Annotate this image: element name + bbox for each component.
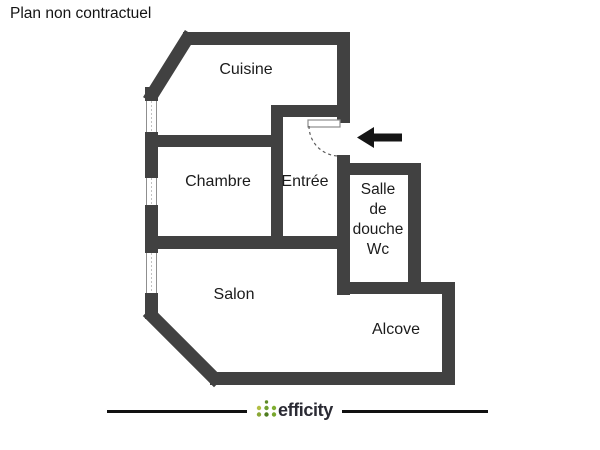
wall-entree-top	[271, 105, 350, 117]
footer-graphics	[107, 400, 488, 417]
wall-cuisine-chambre-divider	[145, 135, 283, 147]
room-label-cuisine: Cuisine	[219, 61, 273, 78]
wall-alcove-right	[442, 282, 455, 385]
room-label-line: douche	[352, 221, 404, 238]
wall-shower-right	[408, 163, 421, 294]
wall-bottom	[210, 372, 455, 385]
room-label-alcove: Alcove	[371, 321, 421, 338]
wall-salon-top	[145, 236, 350, 249]
windows	[145, 101, 158, 293]
entrance-door	[307, 119, 341, 157]
wall-top	[183, 32, 350, 45]
room-label-line: Wc	[366, 241, 390, 258]
entrance-arrow-icon	[357, 127, 402, 148]
window-cuisine-icon	[145, 101, 158, 132]
wall-right-mid	[337, 155, 350, 295]
room-label-entree: Entrée	[281, 173, 329, 190]
walls	[142, 30, 455, 388]
footer-rule-left	[107, 410, 247, 413]
room-label-salle-de-douche: Salle de douche Wc	[353, 180, 404, 260]
door-leaf	[307, 119, 341, 128]
wall-shower-top	[337, 163, 421, 175]
room-label-line: Salle	[360, 181, 396, 198]
room-label-salon: Salon	[213, 286, 255, 303]
wall-diagonal-top-left	[143, 30, 196, 104]
wall-diagonal-bottom-left	[142, 306, 224, 388]
room-label-chambre: Chambre	[185, 173, 251, 190]
door-swing-arc-icon	[308, 125, 340, 157]
window-salon-icon	[145, 253, 158, 293]
plan-disclaimer: Plan non contractuel	[10, 5, 152, 22]
efficity-wordmark: efficity	[278, 400, 333, 420]
room-label-line: de	[369, 201, 387, 218]
window-chambre-icon	[145, 178, 158, 205]
wall-left-segment-a	[145, 87, 158, 101]
wall-right-upper	[337, 32, 350, 123]
footer-rule-right	[342, 410, 488, 413]
wall-alcove-top	[337, 282, 455, 294]
efficity-dots-icon	[256, 400, 277, 417]
